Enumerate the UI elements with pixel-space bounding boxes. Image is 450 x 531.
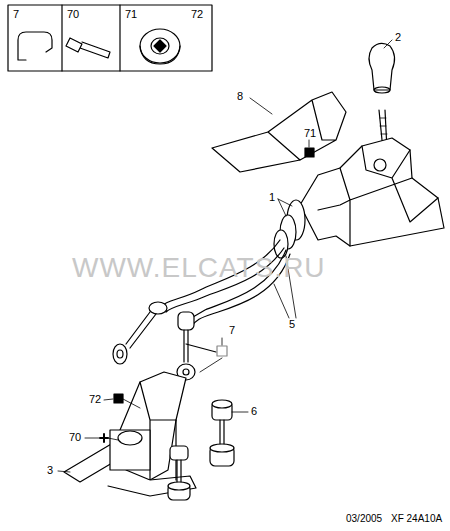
symbol-70 [100, 434, 108, 442]
callout-number: 7 [228, 325, 236, 336]
callout-number: 70 [68, 432, 82, 443]
washer-icon [140, 29, 180, 64]
cable-end [113, 302, 167, 364]
callout-number: 1 [268, 192, 276, 203]
lever-grooves [380, 118, 387, 134]
symbol-71 [305, 148, 314, 157]
callout-number: 3 [46, 465, 54, 476]
callout-number: 6 [250, 406, 258, 417]
bolt-icon [66, 38, 110, 58]
callout-number: 2 [394, 32, 402, 43]
gear-boot [212, 92, 346, 172]
table-divider [61, 5, 62, 71]
table-divider [119, 5, 120, 71]
date-code: 03/2005 [346, 514, 382, 524]
callout-number: 5 [288, 319, 296, 330]
leader-lines [58, 40, 392, 472]
rubber-mount [168, 446, 190, 500]
callout-number: 8 [236, 91, 244, 102]
symbol-72 [114, 394, 123, 403]
callout-number: 72 [190, 9, 204, 20]
cable-gland [274, 200, 305, 258]
symbol-7 [217, 346, 227, 356]
washer-nut [154, 40, 166, 52]
callout-number: 70 [66, 9, 80, 20]
gear-knob [369, 43, 395, 90]
drawing-code: XF 24A10A [391, 514, 442, 524]
selector-housing [300, 138, 444, 246]
clip-icon [18, 32, 52, 60]
callout-number: 7 [12, 9, 20, 20]
callout-number: 72 [88, 394, 102, 405]
lever-ball [374, 159, 386, 171]
rubber-mount [210, 400, 234, 466]
pivot-block [110, 430, 150, 470]
pivot-bush [118, 431, 142, 445]
hardware-table [8, 5, 212, 71]
callout-number: 71 [124, 9, 138, 20]
housing-ribs [318, 146, 438, 246]
watermark: WWW.ELCATS.RU [72, 254, 326, 282]
callout-number: 71 [303, 128, 317, 139]
knob-base [374, 87, 390, 93]
clip-wire [186, 344, 216, 352]
